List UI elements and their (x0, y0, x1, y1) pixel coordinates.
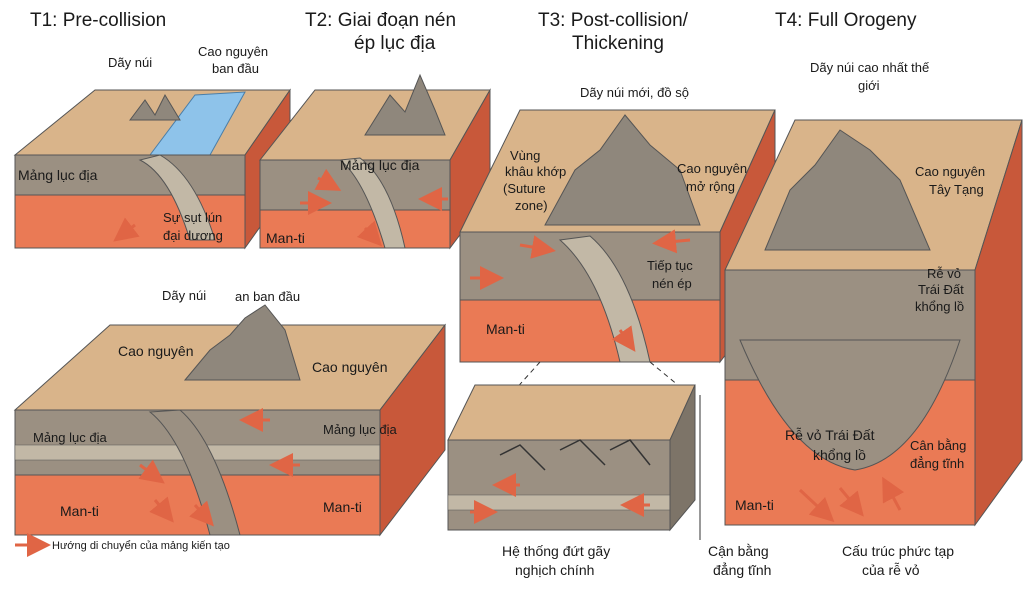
t4-title: T4: Full Orogeny (775, 10, 917, 31)
lower-plate-right: Mảng lục địa (323, 422, 397, 437)
crustal-root (739, 339, 961, 471)
bottom-complex-2: của rễ vỏ (862, 562, 920, 578)
t4-deep-root-1: Rễ vỏ Trái Đất (785, 427, 875, 443)
lower-mountains: Dãy núi (162, 288, 206, 303)
t3-suture-1: Vùng (510, 148, 540, 163)
t3-title-1: T3: Post-collision/ (538, 10, 689, 31)
t4-root-2: Trái Đất (918, 282, 964, 297)
t4-tibet-1: Cao nguyên (915, 164, 985, 179)
t2-mantle: Man-ti (266, 230, 305, 246)
t1-subduction-2: đại dương (163, 228, 223, 243)
t2-block (258, 73, 491, 250)
lower-plateau-left: Cao nguyên (118, 343, 194, 359)
legend: Hướng di chuyển của mảng kiến tạo (15, 533, 230, 557)
t1-plateau-label-1: Cao nguyên (198, 44, 268, 59)
lower-mantle-right: Man-ti (323, 499, 362, 515)
lower-mantle-left: Man-ti (60, 503, 99, 519)
t4-isostasy-2: đẳng tĩnh (910, 456, 964, 471)
t3-title-2: Thickening (572, 33, 664, 54)
t2-continental-plate: Mảng lục địa (340, 157, 420, 173)
t4-isostasy-1: Cân bằng (910, 438, 966, 453)
lower-left-block (13, 304, 447, 537)
t3-block (459, 109, 776, 441)
plate-arrow (113, 217, 140, 242)
bottom-isostasy-2: đẳng tĩnh (713, 561, 771, 578)
fault-label-2: nghịch chính (515, 562, 594, 578)
t3-compression-1: Tiếp tục (647, 258, 693, 273)
t4-tibet-2: Tây Tạng (929, 182, 984, 197)
t3-new-mountains: Dãy núi mới, đồ sộ (580, 85, 689, 100)
lower-plateau-right: Cao nguyên (312, 359, 388, 375)
t3-suture-4: zone) (515, 198, 548, 213)
bottom-isostasy-1: Cận bằng (708, 543, 769, 559)
bottom-complex-1: Cấu trúc phức tạp (842, 543, 954, 559)
t1-plateau-label-2: ban đầu (212, 61, 259, 76)
t3-compression-2: nén ép (652, 276, 692, 291)
t1-subduction-1: Sự sụt lún (163, 210, 222, 225)
t4-mantle: Man-ti (735, 497, 774, 513)
t3-plateau-2: mở rộng (686, 179, 735, 194)
fault-inset-block (447, 384, 696, 532)
lower-plate-left: Mảng lục địa (33, 430, 107, 445)
t3-plateau-1: Cao nguyên (677, 161, 747, 176)
t3-suture-3: (Suture (503, 181, 546, 196)
t2-title-1: T2: Giai đoạn nén (305, 10, 456, 31)
t2-title-2: ép lục địa (354, 33, 436, 54)
fault-label-1: Hệ thống đứt gãy (502, 543, 610, 559)
t3-suture-2: khâu khớp (505, 164, 566, 179)
t3-mantle: Man-ti (486, 321, 525, 337)
t1-mountains-label: Dãy núi (108, 55, 152, 70)
t4-deep-root-2: khổng lồ (813, 447, 866, 463)
subducting-slab (138, 154, 216, 241)
t1-mountains-shape (129, 93, 181, 121)
t4-highest-1: Dãy núi cao nhất thế (810, 60, 930, 75)
lower-initial: an ban đầu (235, 289, 300, 304)
t4-root-3: khổng lồ (915, 299, 964, 314)
t1-continental-plate: Mảng lục địa (18, 167, 98, 183)
t1-title: T1: Pre-collision (30, 10, 166, 31)
t4-block (724, 119, 1023, 527)
t4-root-1: Rễ vỏ (927, 266, 961, 281)
t4-highest-2: giới (858, 78, 880, 93)
legend-text: Hướng di chuyển của mảng kiến tạo (52, 540, 230, 552)
